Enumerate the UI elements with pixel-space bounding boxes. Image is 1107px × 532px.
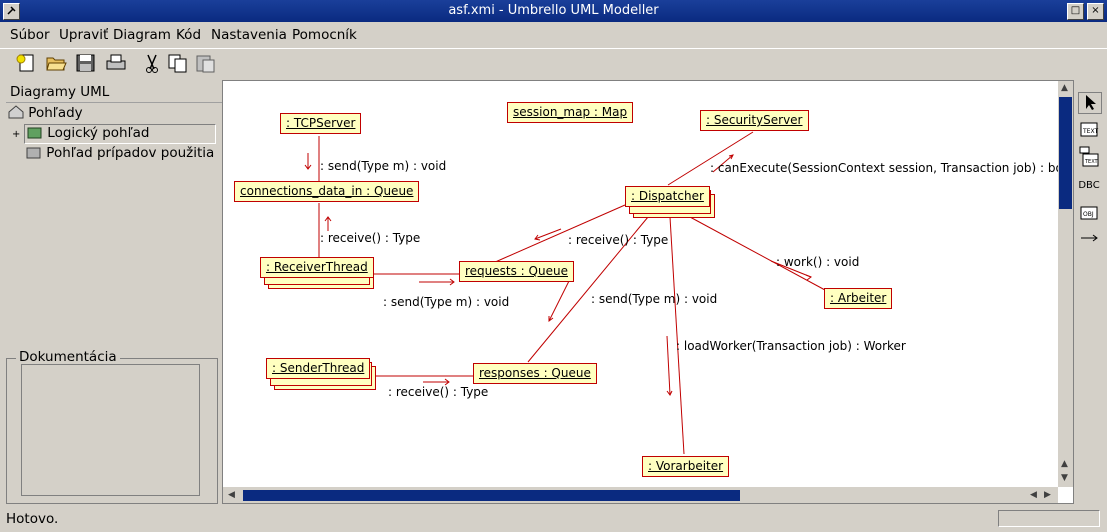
- close-button[interactable]: ×: [1087, 3, 1104, 20]
- scroll-left-icon[interactable]: ◀: [228, 490, 235, 500]
- diagram-canvas[interactable]: : TCPServer session_map : Map : Security…: [222, 80, 1074, 504]
- status-progress: [998, 510, 1100, 527]
- message-icon[interactable]: [1078, 230, 1100, 250]
- note-text-icon[interactable]: TEXT: [1078, 146, 1100, 167]
- tree-header[interactable]: Diagramy UML: [6, 82, 222, 103]
- object-sender-thread[interactable]: : SenderThread: [266, 358, 371, 379]
- object-session-map[interactable]: session_map : Map: [507, 102, 634, 123]
- object-receiver-thread[interactable]: : ReceiverThread: [260, 257, 374, 278]
- new-icon[interactable]: [14, 52, 38, 74]
- documentation-panel: Dokumentácia: [4, 350, 218, 505]
- svg-text:OBJ: OBJ: [1083, 211, 1094, 218]
- save-icon[interactable]: [74, 52, 98, 74]
- vertical-scroll-thumb[interactable]: [1059, 97, 1072, 209]
- menu-code[interactable]: Kód: [176, 27, 202, 43]
- horizontal-scrollbar[interactable]: ◀ ◀ ▶: [223, 487, 1058, 503]
- scroll-up-icon[interactable]: ▲: [1061, 459, 1068, 469]
- diagram-links: [304, 131, 826, 455]
- object-tool[interactable]: OBJ: [1078, 204, 1100, 224]
- object-responses-queue[interactable]: responses : Queue: [473, 363, 597, 384]
- menu-help[interactable]: Pomocník: [292, 27, 357, 43]
- scroll-right-icon[interactable]: ▶: [1044, 490, 1051, 500]
- tree-item-usecase-view[interactable]: Pohľad prípadov použitia: [26, 145, 214, 161]
- menu-bar: Súbor Upraviť Diagram Kód Nastavenia Pom…: [0, 23, 1107, 45]
- scroll-up-icon[interactable]: ▲: [1061, 83, 1068, 93]
- message-label[interactable]: : send(Type m) : void: [320, 159, 447, 173]
- cut-icon[interactable]: [140, 52, 164, 74]
- usecase-view-icon: [26, 147, 41, 159]
- paste-icon[interactable]: [194, 52, 218, 74]
- message-label[interactable]: : send(Type m) : void: [383, 295, 510, 309]
- vertical-scrollbar[interactable]: ▲ ▲ ▼: [1058, 81, 1073, 487]
- menu-settings[interactable]: Nastavenia: [211, 27, 287, 43]
- tree-item-logical-view[interactable]: Logický pohľad: [24, 124, 216, 144]
- tree-expander[interactable]: +: [12, 129, 21, 140]
- tree-view: Pohľady + Logický pohľad Pohľad prípadov…: [6, 103, 218, 341]
- message-label[interactable]: : receive() : Type: [388, 385, 489, 399]
- views-icon: [8, 105, 24, 119]
- message-label[interactable]: : loadWorker(Transaction job) : Worker: [676, 339, 906, 353]
- multiobject-receiver[interactable]: : ReceiverThread: [260, 257, 374, 291]
- maximize-button[interactable]: □: [1067, 3, 1084, 20]
- object-arbeiter[interactable]: : Arbeiter: [824, 288, 893, 309]
- pin-icon[interactable]: [3, 3, 20, 20]
- status-bar: Hotovo.: [0, 507, 1107, 532]
- toolbar: [0, 48, 1107, 77]
- message-label[interactable]: : canExecute(SessionContext session, Tra…: [710, 161, 1074, 175]
- status-text: Hotovo.: [6, 511, 59, 527]
- tree-root[interactable]: Pohľady: [8, 105, 83, 121]
- tree-panel: Diagramy UML Pohľady + Logický pohľad Po…: [4, 80, 222, 347]
- documentation-text[interactable]: [21, 364, 200, 496]
- open-icon[interactable]: [44, 52, 68, 74]
- print-icon[interactable]: [104, 52, 128, 74]
- object-vorarbeiter[interactable]: : Vorarbeiter: [642, 456, 730, 477]
- svg-text:TEXT: TEXT: [1082, 128, 1098, 135]
- scroll-left-icon[interactable]: ◀: [1030, 490, 1037, 500]
- tree-item-label: Pohľad prípadov použitia: [46, 145, 215, 161]
- horizontal-scroll-thumb[interactable]: [243, 490, 740, 501]
- logical-view-icon: [27, 127, 42, 139]
- window-title: asf.xmi - Umbrello UML Modeller: [448, 3, 659, 18]
- documentation-label: Dokumentácia: [16, 350, 120, 364]
- message-label[interactable]: : work() : void: [776, 255, 860, 269]
- message-label[interactable]: : receive() : Type: [568, 233, 669, 247]
- svg-text:TEXT: TEXT: [1084, 159, 1099, 165]
- dbc-tool[interactable]: DBC: [1078, 180, 1100, 191]
- object-tcpserver[interactable]: : TCPServer: [280, 113, 362, 134]
- menu-file[interactable]: Súbor: [10, 27, 50, 43]
- menu-edit[interactable]: Upraviť: [59, 27, 109, 43]
- object-dispatcher[interactable]: : Dispatcher: [625, 186, 710, 207]
- object-requests-queue[interactable]: requests : Queue: [459, 261, 574, 282]
- menu-diagram[interactable]: Diagram: [113, 27, 171, 43]
- copy-icon[interactable]: [166, 52, 190, 74]
- object-security-server[interactable]: : SecurityServer: [700, 110, 809, 131]
- tree-root-label: Pohľady: [28, 105, 83, 121]
- text-icon[interactable]: TEXT: [1078, 120, 1100, 140]
- multiobject-sender[interactable]: : SenderThread: [266, 358, 376, 392]
- tree-item-label: Logický pohľad: [47, 125, 150, 141]
- title-bar: asf.xmi - Umbrello UML Modeller □ ×: [0, 0, 1107, 22]
- diagram-tool-palette: TEXT TEXT DBC OBJ: [1075, 92, 1103, 252]
- select-arrow-icon[interactable]: [1078, 92, 1102, 114]
- message-label[interactable]: : receive() : Type: [320, 231, 421, 245]
- message-label[interactable]: : send(Type m) : void: [591, 292, 718, 306]
- multiobject-dispatcher[interactable]: : Dispatcher: [625, 186, 715, 220]
- scroll-down-icon[interactable]: ▼: [1061, 473, 1068, 483]
- object-connections-queue[interactable]: connections_data_in : Queue: [234, 181, 420, 202]
